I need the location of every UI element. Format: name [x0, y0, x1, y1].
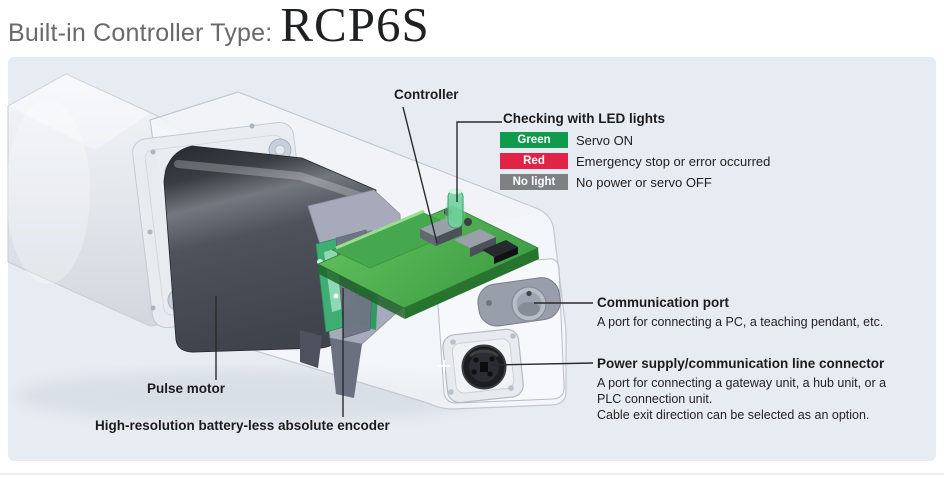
led-text-red: Emergency stop or error occurred: [576, 153, 771, 169]
controller-label: Controller: [394, 87, 459, 102]
comm-port-title: Communication port: [597, 295, 729, 310]
led-row-green: Green Servo ON: [500, 132, 770, 148]
led-text-nolight: No power or servo OFF: [576, 174, 712, 190]
power-connector-title: Power supply/communication line connecto…: [597, 356, 885, 371]
led-badge-red: Red: [500, 153, 568, 169]
led-badge-nolight: No light: [500, 174, 568, 190]
power-desc-line-2: PLC connection unit.: [597, 392, 713, 406]
led-text-green: Servo ON: [576, 132, 634, 148]
led-row-nolight: No light No power or servo OFF: [500, 174, 770, 190]
leader-line-controller: [402, 106, 438, 244]
led-badge-green: Green: [500, 132, 568, 148]
communication-port-connector: [477, 277, 561, 327]
power-desc-line-3: Cable exit direction can be selected as …: [597, 408, 870, 422]
glint: [438, 360, 450, 372]
power-connector-description: A port for connecting a gateway unit, a …: [597, 375, 886, 423]
comm-port-description: A port for connecting a PC, a teaching p…: [597, 315, 884, 329]
page-title: Built-in Controller Type: RCP6S: [8, 0, 430, 56]
actuator-beam: [6, 73, 181, 327]
controller-pcb: [317, 188, 539, 319]
power-connector: [438, 328, 524, 404]
led-light-pipe: [445, 188, 465, 229]
title-model-name: RCP6S: [280, 0, 430, 52]
encoder-label: High-resolution battery-less absolute en…: [95, 418, 390, 433]
pulse-motor-label: Pulse motor: [147, 381, 226, 396]
power-desc-line-1: A port for connecting a gateway unit, a …: [597, 376, 887, 390]
callout-communication-port: Communication port A port for connecting…: [597, 295, 883, 330]
bottom-divider: [0, 473, 944, 475]
led-row-red: Red Emergency stop or error occurred: [500, 153, 770, 169]
title-prefix: Built-in Controller Type:: [8, 19, 273, 47]
leader-line-led: [456, 121, 502, 202]
leader-line-power: [491, 362, 594, 366]
callout-power-connector: Power supply/communication line connecto…: [597, 356, 886, 423]
led-legend-title: Checking with LED lights: [503, 111, 666, 126]
led-legend: Checking with LED lights Green Servo ON …: [500, 111, 770, 195]
